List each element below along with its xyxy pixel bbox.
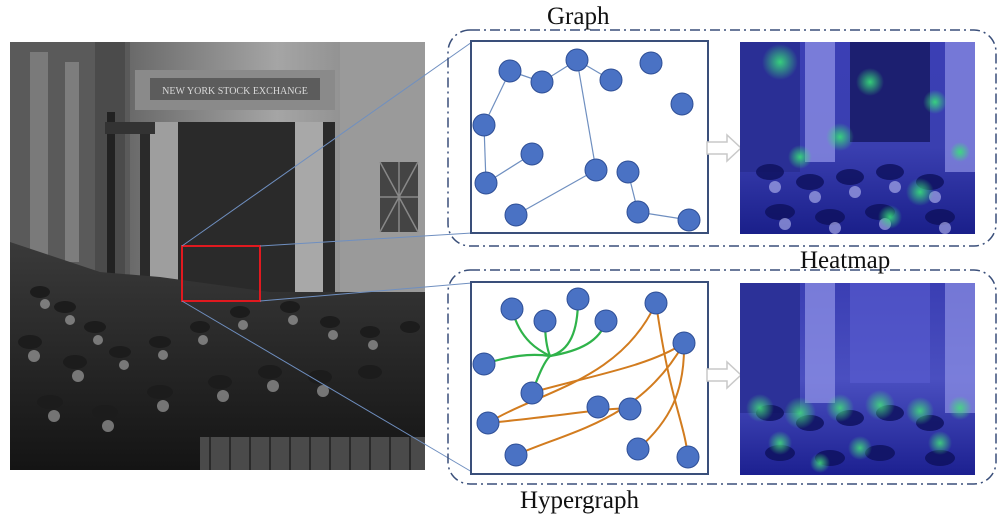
- hypergraph-node: [626, 437, 650, 461]
- graph-label: Graph: [547, 3, 610, 30]
- hypergraph-label: Hypergraph: [520, 487, 639, 514]
- highlight-box: [181, 245, 261, 302]
- graph-panel: [470, 40, 709, 234]
- graph-node: [498, 59, 522, 83]
- exchange-sign: NEW YORK STOCK EXCHANGE: [162, 86, 308, 97]
- connector-line: [181, 300, 473, 473]
- hypergraph-node: [566, 287, 590, 311]
- heatmap-hypergraph: [740, 283, 975, 475]
- graph-node: [639, 51, 663, 75]
- graph-node: [472, 113, 496, 137]
- graph-node: [530, 70, 554, 94]
- arrow-icon: [706, 133, 743, 163]
- hypergraph-panel: [470, 281, 709, 475]
- heatmap-graph: [740, 42, 975, 234]
- graph-node: [504, 203, 528, 227]
- hypergraph-node: [618, 397, 642, 421]
- graph-nodes: [472, 48, 701, 232]
- hypergraph-node: [520, 381, 544, 405]
- hypergraph-node: [533, 309, 557, 333]
- hypergraph-node: [586, 395, 610, 419]
- graph-node: [520, 142, 544, 166]
- hypergraph-node: [476, 411, 500, 435]
- connector-line: [259, 232, 473, 247]
- hypergraph-node: [472, 352, 496, 376]
- hypergraph-node: [500, 297, 524, 321]
- graph-node: [670, 92, 694, 116]
- graph-node: [474, 171, 498, 195]
- hypergraph-node: [594, 309, 618, 333]
- arrow-icon: [706, 360, 743, 390]
- graph-node: [677, 208, 701, 232]
- hypergraph-node: [504, 443, 528, 467]
- graph-node: [584, 158, 608, 182]
- graph-node: [626, 200, 650, 224]
- hypergraph-nodes: [472, 287, 700, 469]
- graph-node: [565, 48, 589, 72]
- hypergraph-node: [672, 331, 696, 355]
- hypergraph-node: [676, 445, 700, 469]
- heatmap-label: Heatmap: [800, 247, 891, 274]
- connector-line: [181, 41, 473, 247]
- hypergraph-node: [644, 291, 668, 315]
- graph-node: [616, 160, 640, 184]
- connector-line: [259, 282, 473, 302]
- street-photograph: NEW YORK STOCK EXCHANGE: [10, 42, 425, 470]
- graph-node: [599, 68, 623, 92]
